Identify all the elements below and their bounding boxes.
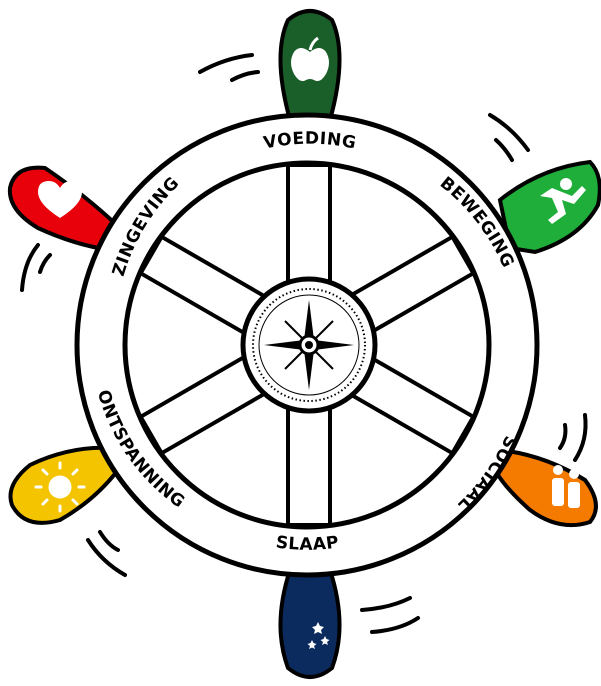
handle-slaap [280, 570, 339, 677]
svg-text:SLAAP: SLAAP [275, 532, 340, 554]
compass-icon [253, 289, 365, 401]
label-slaap: SLAAP [275, 532, 340, 554]
handle-beweging [500, 162, 600, 252]
handle-ontspanning [10, 448, 118, 523]
handle-voeding [280, 11, 339, 120]
handle-sociaal [495, 450, 596, 525]
